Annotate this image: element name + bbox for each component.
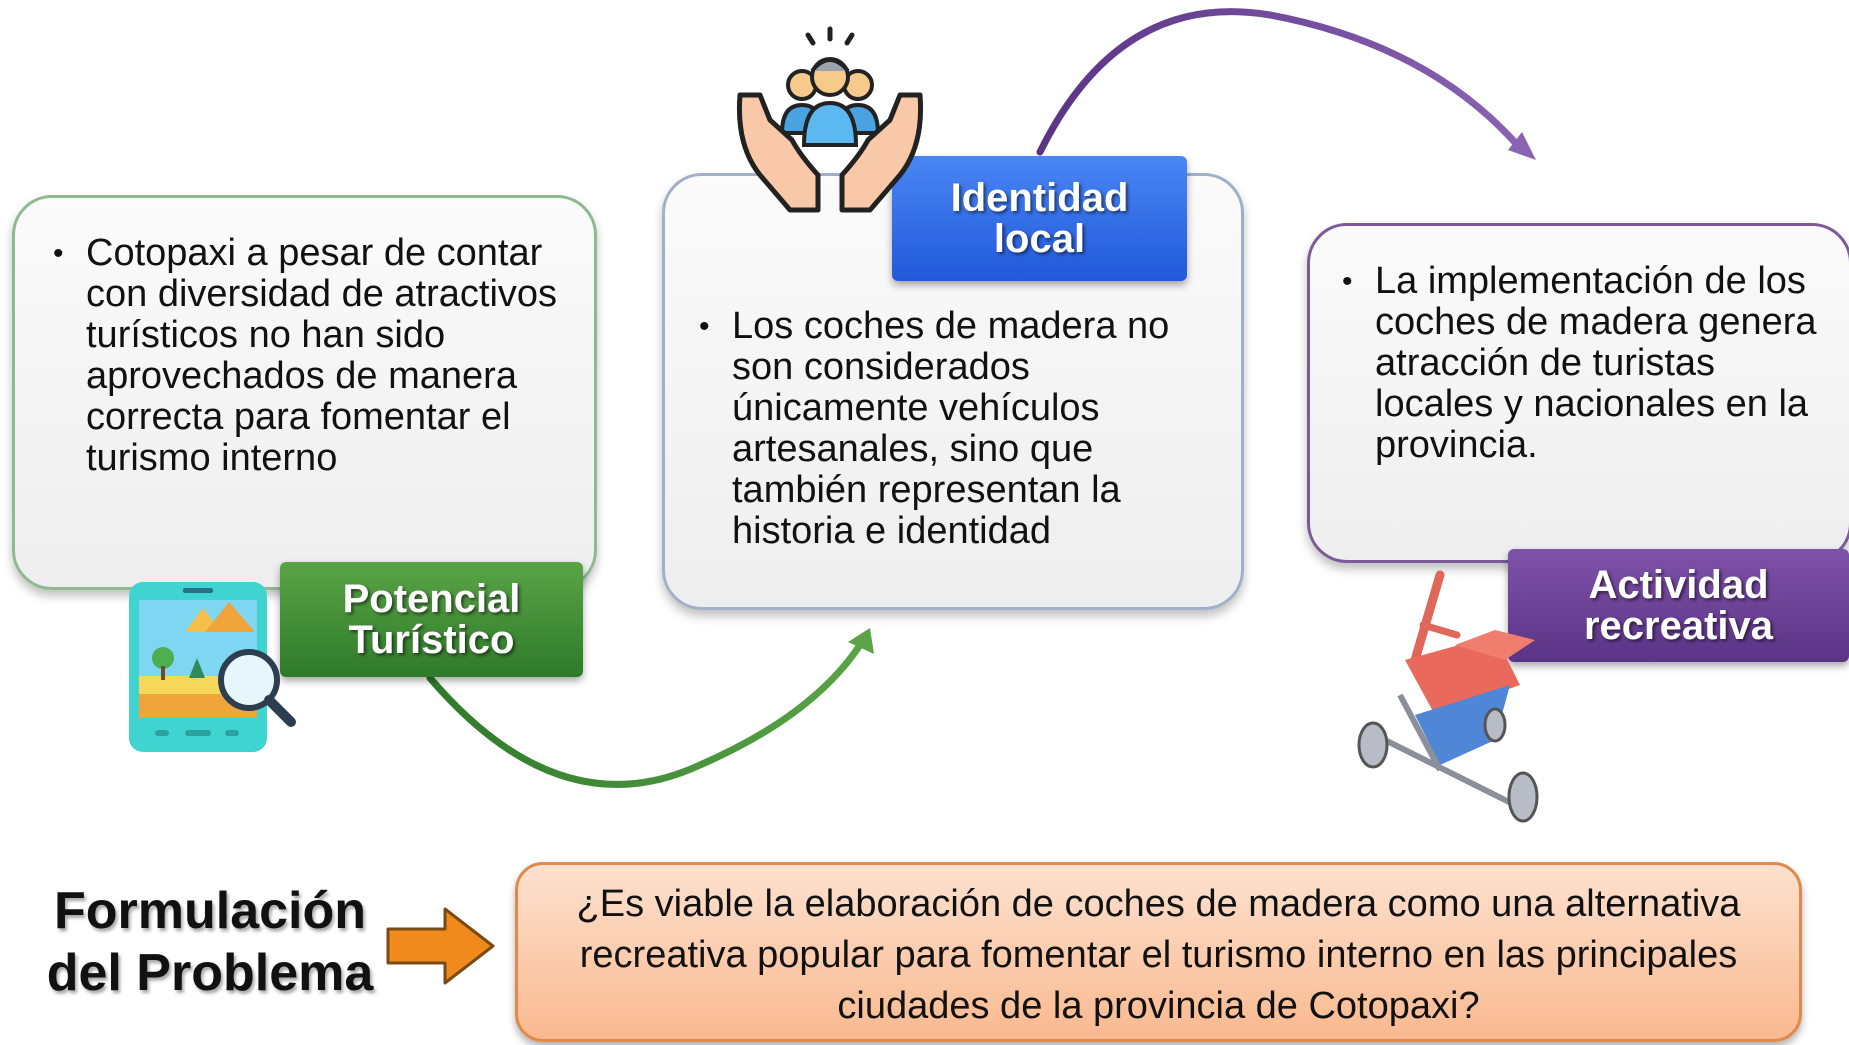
problem-question-box: ¿Es viable la elaboración de coches de m… xyxy=(515,862,1802,1042)
tag-actividad-recreativa: Actividad recreativa xyxy=(1508,549,1849,662)
tourism-map-search-icon xyxy=(129,582,296,752)
card-bullet-list: Los coches de madera no son considerados… xyxy=(699,306,1221,552)
formulacion-line: Formulación xyxy=(53,882,367,940)
formulacion-title: Formulación del Problema xyxy=(35,880,385,1004)
purple-arrowhead xyxy=(1508,132,1536,160)
purple-curved-arrow xyxy=(1036,8,1524,156)
orange-right-arrow-icon xyxy=(386,907,495,985)
card-text: Cotopaxi a pesar de contar con diversida… xyxy=(53,233,564,479)
tag-line: Identidad xyxy=(950,175,1129,220)
tag-line: local xyxy=(993,216,1086,261)
formulacion-line: del Problema xyxy=(46,944,374,1002)
card-identidad-local: Los coches de madera no son considerados… xyxy=(662,173,1244,610)
tag-line: Potencial xyxy=(342,576,521,621)
tag-line: recreativa xyxy=(1583,603,1774,648)
tag-potencial-turistico: Potencial Turístico xyxy=(280,562,583,677)
green-arrowhead xyxy=(848,628,874,654)
problem-question-text: ¿Es viable la elaboración de coches de m… xyxy=(576,883,1741,1027)
card-text: Los coches de madera no son considerados… xyxy=(699,306,1221,552)
tag-identidad-local: Identidad local xyxy=(892,156,1187,281)
card-text: La implementación de los coches de mader… xyxy=(1342,261,1829,466)
tag-line: Turístico xyxy=(348,617,515,662)
card-bullet-list: La implementación de los coches de mader… xyxy=(1342,261,1829,466)
tag-line: Actividad xyxy=(1588,562,1769,607)
card-bullet-list: Cotopaxi a pesar de contar con diversida… xyxy=(53,233,564,479)
card-actividad-recreativa: La implementación de los coches de mader… xyxy=(1307,223,1849,563)
wooden-cart-icon xyxy=(1357,570,1539,823)
community-hands-icon xyxy=(736,26,924,213)
card-potencial-turistico: Cotopaxi a pesar de contar con diversida… xyxy=(12,195,597,590)
